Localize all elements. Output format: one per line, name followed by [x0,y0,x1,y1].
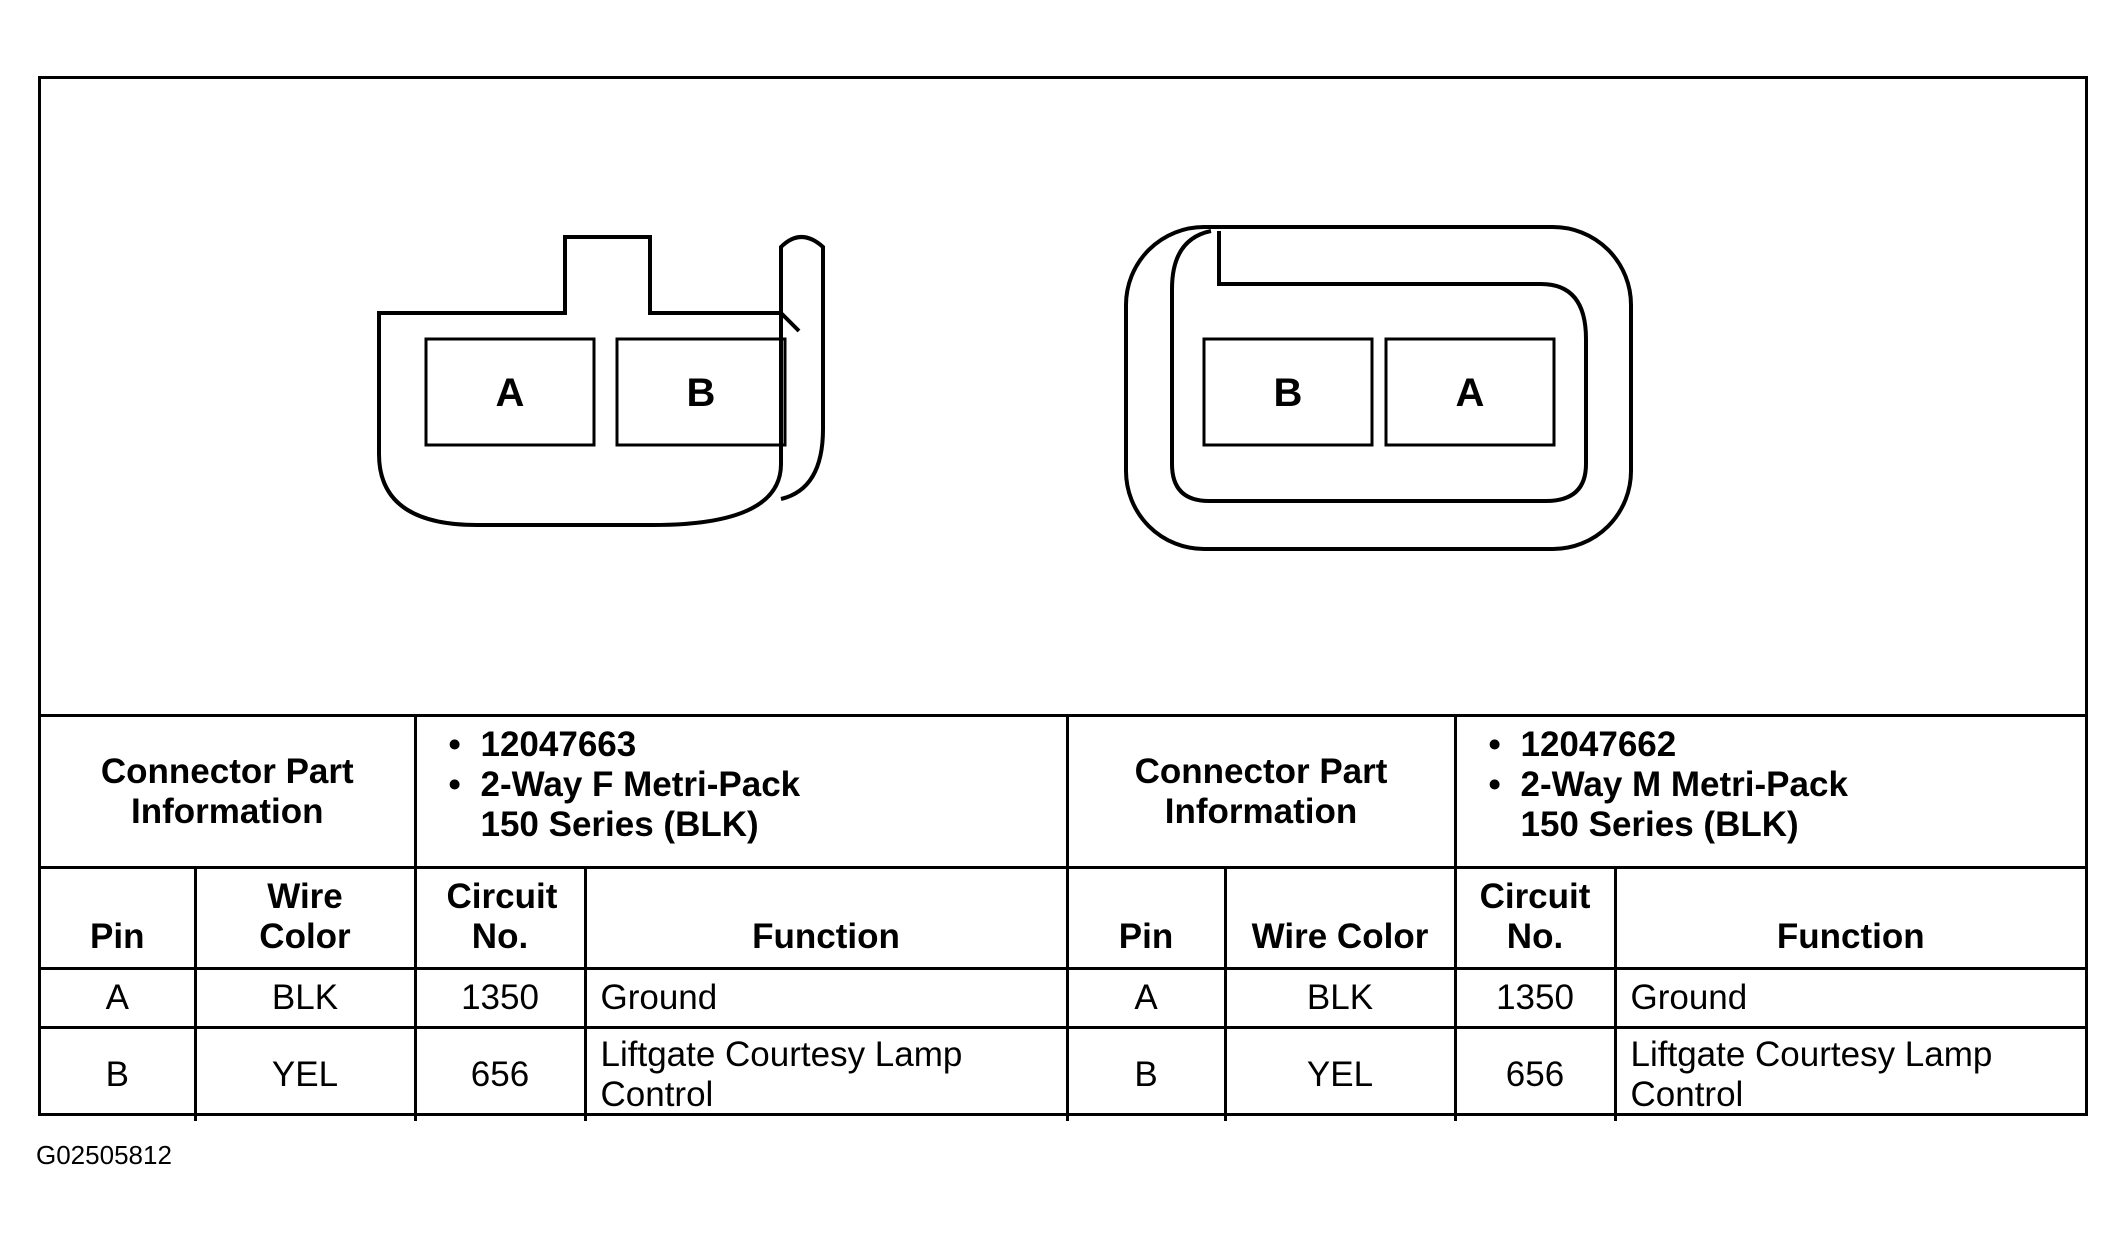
connector-diagram: A B B A [41,79,2085,714]
table-row: B YEL 656 Liftgate Courtesy Lamp Control… [41,1026,2085,1121]
header-circuit-right: Circuit No. [1453,866,1617,970]
wire-color-cell: BLK [193,967,417,1029]
left-part-number: 12047663 [449,725,1052,765]
column-header-row: Pin Wire Color Circuit No. Function Pin … [41,866,2085,970]
wire-color-cell: BLK [1223,967,1457,1029]
male-pin-label-1: B [1274,371,1303,415]
male-pin-label-2: A [1456,371,1485,415]
pin-cell: B [1065,1026,1227,1121]
connector-pinout-table: Connector Part Information 12047663 2-Wa… [41,714,2085,1121]
header-pin-right: Pin [1065,866,1227,970]
table-row: A BLK 1350 Ground A BLK 1350 Ground [41,967,2085,1029]
pin-cell: B [41,1026,197,1121]
circuit-cell: 1350 [413,967,587,1029]
female-connector-shape [377,235,825,527]
female-connector-latch-tip [779,311,801,333]
male-pin-cavity-a [1384,337,1556,447]
female-pin-cavity-b [615,337,787,447]
part-info-row: Connector Part Information 12047663 2-Wa… [41,714,2085,869]
header-function-left: Function [583,866,1069,970]
connector-diagram-svg: A B B A [377,225,1633,551]
right-part-info-label: Connector Part Information [1065,714,1457,869]
header-wire-color-left: Wire Color [193,866,417,970]
function-cell: Liftgate Courtesy Lamp Control [583,1026,1069,1121]
header-wire-color-right: Wire Color [1223,866,1457,970]
male-connector-shape [1124,225,1633,551]
wire-color-cell: YEL [1223,1026,1457,1121]
female-connector-latch [779,235,825,501]
female-connector-body [377,235,783,527]
function-cell: Ground [583,967,1069,1029]
left-part-info: 12047663 2-Way F Metri-Pack 150 Series (… [413,714,1069,869]
pin-cell: A [41,967,197,1029]
header-function-right: Function [1613,866,2085,970]
connector-figure: A B B A Connector Part Information 12047… [38,76,2088,1121]
left-part-info-label: Connector Part Information [41,714,417,869]
right-part-number: 12047662 [1489,725,2072,765]
male-connector-inner [1170,229,1588,503]
female-pin-label-2: B [687,371,716,415]
circuit-cell: 656 [1453,1026,1617,1121]
pin-cell: A [1065,967,1227,1029]
header-circuit-left: Circuit No. [413,866,587,970]
male-connector-outer [1124,225,1633,551]
function-cell: Liftgate Courtesy Lamp Control [1613,1026,2085,1121]
circuit-cell: 656 [413,1026,587,1121]
left-part-description: 2-Way F Metri-Pack 150 Series (BLK) [449,765,821,845]
right-part-description: 2-Way M Metri-Pack 150 Series (BLK) [1489,765,1881,845]
right-part-info: 12047662 2-Way M Metri-Pack 150 Series (… [1453,714,2085,869]
female-pin-cavity-a [424,337,596,447]
male-pin-cavity-b [1202,337,1374,447]
figure-code: G02505812 [36,1140,172,1170]
header-pin-left: Pin [41,866,197,970]
female-pin-label-1: A [496,371,525,415]
wire-color-cell: YEL [193,1026,417,1121]
function-cell: Ground [1613,967,2085,1029]
circuit-cell: 1350 [1453,967,1617,1029]
